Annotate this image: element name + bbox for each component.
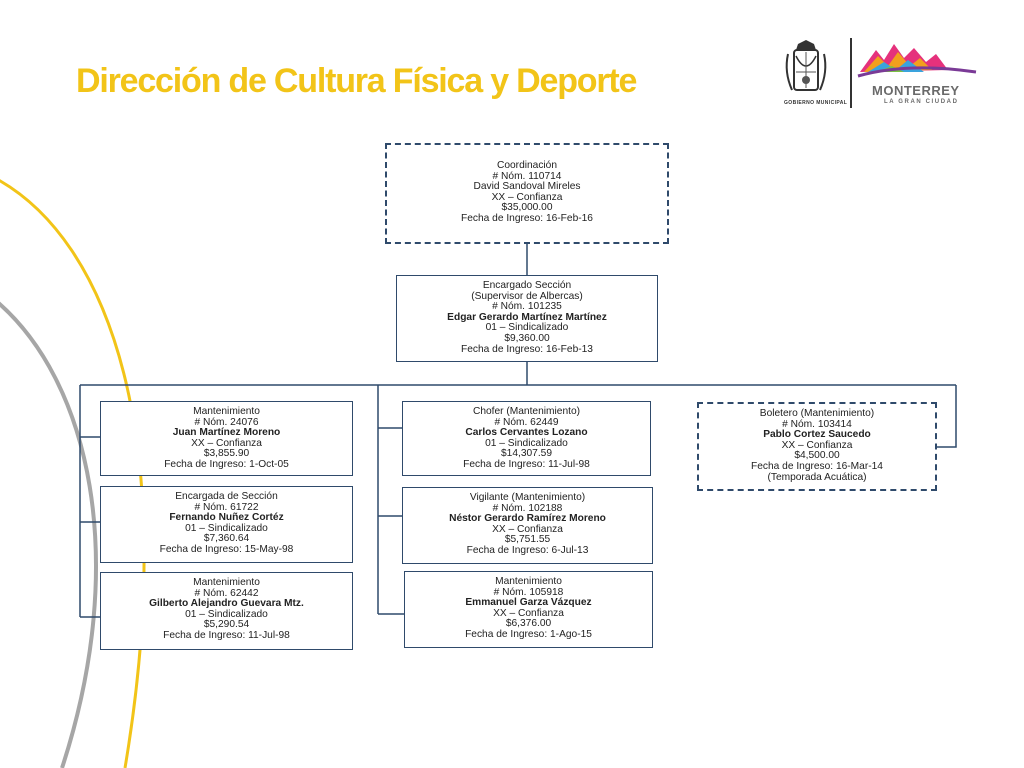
node-name: Gilberto Alejandro Guevara Mtz.	[149, 598, 304, 610]
node-salary: $3,855.90	[203, 448, 250, 460]
node-salary: $9,360.00	[504, 332, 550, 344]
seal-caption: GOBIERNO MUNICIPAL	[784, 100, 848, 106]
node-type: 01 – Sindicalizado	[185, 608, 268, 620]
node-role: Encargado Sección	[482, 280, 572, 291]
node-salary: $14,307.59	[501, 448, 552, 460]
node-date: Fecha de Ingreso: 11-Jul-98	[163, 629, 290, 641]
node-date: Fecha de Ingreso: 16-Feb-16	[461, 212, 593, 224]
node-role: Vigilante (Mantenimiento)	[469, 492, 586, 503]
node-type: 01 – Sindicalizado	[485, 437, 568, 449]
node-num: # Nóm. 24076	[194, 416, 259, 428]
org-node-middle-1: Chofer (Mantenimiento) # Nóm. 62449 Carl…	[402, 401, 651, 476]
node-num: # Nóm. 103414	[782, 418, 852, 430]
node-name: Carlos Cervantes Lozano	[465, 427, 588, 439]
logos	[785, 38, 977, 108]
org-node-middle-2: Vigilante (Mantenimiento) # Nóm. 102188 …	[402, 487, 653, 564]
node-type: 01 – Sindicalizado	[485, 322, 569, 334]
node-role: Mantenimiento	[193, 406, 260, 417]
node-type: XX – Confianza	[492, 523, 563, 535]
node-name: Juan Martínez Moreno	[172, 427, 281, 439]
org-node-left-1: Mantenimiento # Nóm. 24076 Juan Martínez…	[100, 401, 353, 476]
node-num: # Nóm. 62449	[494, 416, 559, 428]
node-role: Encargada de Sección	[175, 491, 278, 502]
node-salary: $6,376.00	[505, 618, 552, 630]
org-node-left-3: Mantenimiento # Nóm. 62442 Gilberto Alej…	[100, 572, 353, 650]
node-name: David Sandoval Mireles	[473, 181, 581, 193]
org-node-middle-3: Mantenimiento # Nóm. 105918 Emmanuel Gar…	[404, 571, 653, 648]
node-role: Mantenimiento	[193, 577, 260, 588]
node-role: Boletero (Mantenimiento)	[759, 408, 875, 419]
org-node-coordinacion: Coordinación # Nóm. 110714 David Sandova…	[385, 143, 669, 244]
node-salary: $35,000.00	[501, 202, 553, 214]
node-type: XX – Confianza	[781, 439, 853, 451]
node-name: Emmanuel Garza Vázquez	[465, 597, 592, 609]
node-num: # Nóm. 101235	[492, 301, 562, 313]
node-name: Pablo Cortez Saucedo	[763, 429, 871, 441]
node-num: # Nóm. 105918	[493, 586, 564, 598]
node-date: Fecha de Ingreso: 11-Jul-98	[463, 458, 590, 470]
node-num: # Nóm. 110714	[492, 170, 562, 182]
node-note: (Temporada Acuática)	[767, 471, 867, 483]
node-date: Fecha de Ingreso: 6-Jul-13	[466, 544, 589, 556]
node-type: XX – Confianza	[491, 191, 563, 203]
node-num: # Nóm. 102188	[492, 502, 563, 514]
node-role: Coordinación	[496, 160, 558, 171]
node-salary: $4,500.00	[794, 450, 840, 462]
node-role: Chofer (Mantenimiento)	[472, 406, 580, 417]
node-role-detail: (Supervisor de Albercas)	[471, 290, 583, 302]
page-title: Dirección de Cultura Física y Deporte	[76, 62, 637, 100]
logo-divider	[850, 38, 852, 108]
node-name: Néstor Gerardo Ramírez Moreno	[449, 513, 606, 525]
node-num: # Nóm. 62442	[194, 587, 259, 599]
gray-arc	[0, 301, 98, 768]
node-type: 01 – Sindicalizado	[185, 522, 268, 534]
brand-name: MONTERREY	[872, 83, 960, 98]
brand-tagline: LA GRAN CIUDAD	[884, 99, 959, 105]
node-name: Fernando Nuñez Cortéz	[169, 512, 284, 524]
org-node-left-2: Encargada de Sección # Nóm. 61722 Fernan…	[100, 486, 353, 563]
municipal-seal-icon	[785, 40, 827, 91]
org-node-encargado: Encargado Sección (Supervisor de Alberca…	[396, 275, 658, 362]
node-date: Fecha de Ingreso: 16-Feb-13	[461, 343, 593, 355]
node-type: XX – Confianza	[493, 607, 564, 619]
node-date: Fecha de Ingreso: 15-May-98	[159, 543, 294, 555]
node-role: Mantenimiento	[495, 576, 562, 587]
node-name: Edgar Gerardo Martínez Martínez	[447, 311, 607, 323]
monterrey-mountain-icon	[857, 44, 977, 78]
node-salary: $5,751.55	[504, 534, 551, 546]
node-date: Fecha de Ingreso: 16-Mar-14	[751, 460, 883, 472]
node-salary: $7,360.64	[203, 533, 250, 545]
node-date: Fecha de Ingreso: 1-Oct-05	[164, 458, 289, 470]
node-type: XX – Confianza	[191, 437, 262, 449]
node-date: Fecha de Ingreso: 1-Ago-15	[465, 628, 592, 640]
node-salary: $5,290.54	[203, 619, 250, 631]
node-num: # Nóm. 61722	[194, 501, 259, 513]
org-node-boletero: Boletero (Mantenimiento) # Nóm. 103414 P…	[697, 402, 937, 491]
